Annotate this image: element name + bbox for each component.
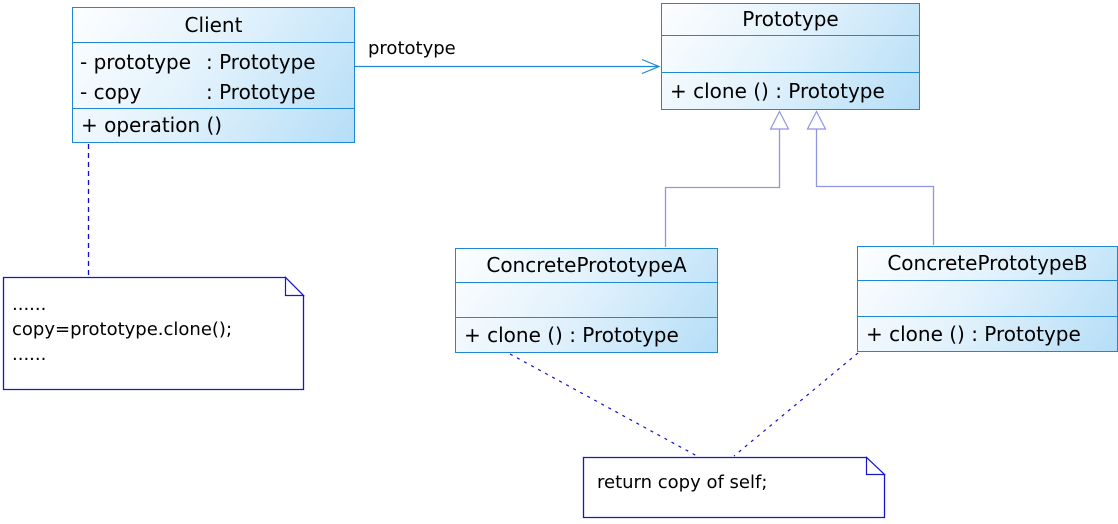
class-client-method: + operation () — [73, 108, 354, 142]
hollow-triangle-icon-b — [806, 110, 827, 130]
association-label: prototype — [368, 38, 456, 59]
class-client[interactable]: Client - prototype : Prototype - copy : … — [72, 7, 355, 143]
note-line: ...... — [12, 344, 47, 365]
attribute-type: : Prototype — [206, 49, 316, 74]
note-line: copy=prototype.clone(); — [12, 319, 233, 340]
class-client-title: Client — [184, 12, 243, 37]
class-concrete-b-attributes — [858, 280, 1117, 316]
class-concrete-prototype-a[interactable]: ConcretePrototypeA + clone () : Prototyp… — [455, 248, 718, 353]
attribute-type: : Prototype — [206, 79, 316, 104]
open-arrowhead-icon — [641, 58, 661, 75]
attribute-name: - copy — [80, 79, 142, 104]
clone-note[interactable]: return copy of self; — [597, 470, 877, 495]
attribute-row: - prototype : Prototype — [73, 47, 354, 77]
note-connector-concrete-a — [509, 353, 698, 457]
class-concrete-b-title: ConcretePrototypeB — [887, 251, 1088, 275]
class-concrete-a-title: ConcretePrototypeA — [486, 253, 687, 277]
clone-note-shape — [582, 456, 886, 519]
note-connector-concrete-b — [733, 352, 859, 457]
generalization-b-line — [815, 129, 935, 245]
client-note-fold-icon — [284, 276, 305, 297]
generalization-a-line — [664, 129, 781, 247]
class-concrete-a-method: + clone () : Prototype — [456, 317, 717, 352]
class-prototype[interactable]: Prototype + clone () : Prototype — [661, 3, 920, 110]
attribute-name: - prototype — [80, 49, 192, 74]
class-client-attributes: - prototype : Prototype - copy : Prototy… — [73, 42, 354, 108]
class-prototype-title: Prototype — [742, 7, 839, 31]
class-concrete-prototype-b[interactable]: ConcretePrototypeB + clone () : Prototyp… — [857, 246, 1118, 352]
note-line: return copy of self; — [597, 472, 768, 493]
class-prototype-method: + clone () : Prototype — [662, 72, 919, 109]
class-concrete-a-attributes — [456, 282, 717, 317]
class-prototype-attributes — [662, 35, 919, 72]
note-line: ...... — [12, 294, 47, 315]
class-concrete-b-method: + clone () : Prototype — [858, 316, 1117, 351]
attribute-row: - copy : Prototype — [73, 77, 354, 107]
client-note[interactable]: ...... copy=prototype.clone(); ...... — [12, 292, 296, 367]
hollow-triangle-icon-a — [769, 110, 790, 130]
clone-note-fold-icon — [865, 456, 887, 476]
client-note-shape — [2, 276, 305, 391]
